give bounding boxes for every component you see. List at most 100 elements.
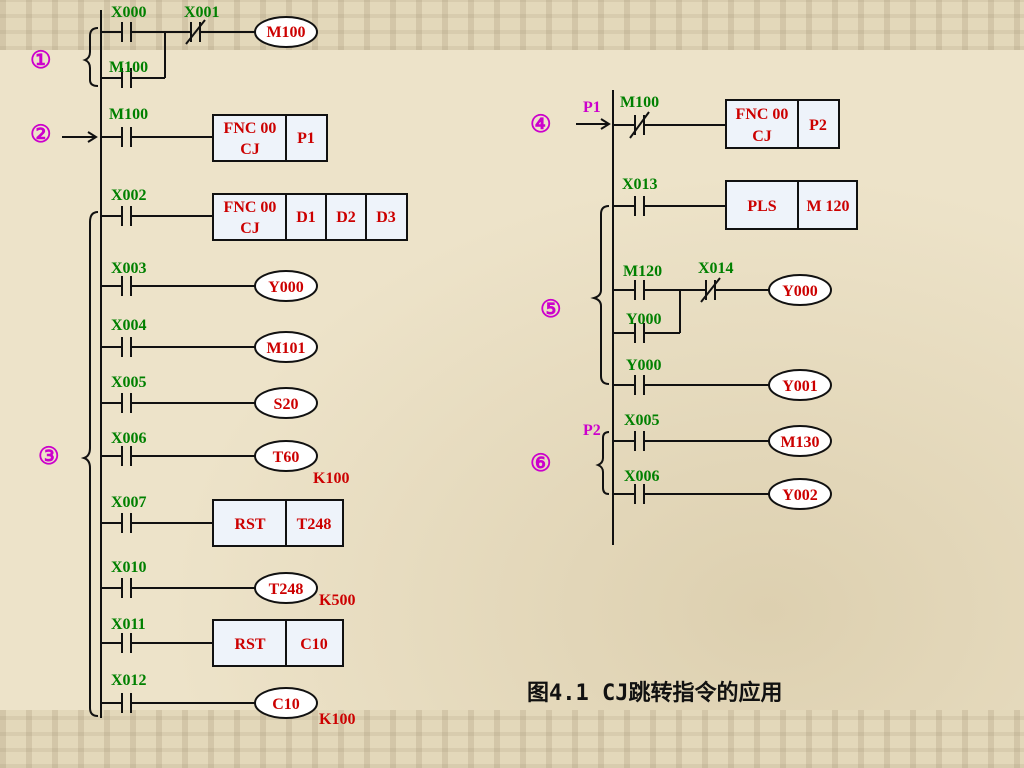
rung-m120: [613, 277, 770, 343]
coil-y000-left: [254, 270, 318, 302]
marker-6: ⑥: [530, 451, 552, 477]
rung-x007: [101, 513, 213, 533]
pointer-p1: P1: [583, 99, 601, 116]
coil-y001-label: Y001: [782, 378, 818, 395]
rung-right-x005: [613, 431, 770, 451]
rung-x003: [101, 276, 256, 296]
rung-y000: [613, 375, 770, 395]
box-right-fnc00: FNC 00: [736, 106, 789, 123]
rung-x006: [101, 446, 256, 466]
label-right-x005: X005: [624, 412, 660, 429]
coil-m101-label: M101: [266, 340, 305, 357]
box-cj-a: CJ: [240, 141, 260, 158]
label-x013: X013: [622, 176, 658, 193]
coil-s20: [254, 387, 318, 419]
label-x001: X001: [184, 4, 220, 21]
const-k100-c10: K100: [319, 711, 355, 728]
label-x005: X005: [111, 374, 147, 391]
rung-x012: [101, 693, 256, 713]
rung-x013: [613, 196, 726, 216]
decorative-top-border: [0, 0, 1024, 50]
box-p2-arg: P2: [809, 117, 827, 134]
rung-x004: [101, 337, 256, 357]
marker-3: ③: [38, 444, 60, 470]
rst-t248-box: [212, 499, 344, 547]
rung-x010: [101, 578, 256, 598]
label-x011: X011: [111, 616, 146, 633]
rung-right-x006: [613, 484, 770, 504]
coil-y002: [768, 478, 832, 510]
rung-m100-cj: [101, 127, 213, 147]
coil-s20-label: S20: [274, 396, 299, 413]
const-k100-t60: K100: [313, 470, 349, 487]
brace-5: [590, 205, 610, 385]
coil-c10: [254, 687, 318, 719]
arrow-4-head: [600, 118, 611, 130]
coil-y000-right-label: Y000: [782, 283, 818, 300]
box-c10-arg: C10: [300, 636, 328, 653]
cj-p2-box: [725, 99, 840, 149]
box-fnc00-b: FNC 00: [224, 199, 277, 216]
label-x004: X004: [111, 317, 147, 334]
marker-1: ①: [30, 48, 52, 74]
rung-x000: [101, 19, 256, 88]
rung-x011: [101, 633, 213, 653]
coil-m100-label: M100: [266, 24, 305, 41]
box-d3: D3: [376, 209, 396, 226]
rst-c10-box: [212, 619, 344, 667]
coil-y000-right: [768, 274, 832, 306]
coil-y002-label: Y002: [782, 487, 818, 504]
label-x003: X003: [111, 260, 147, 277]
coil-c10-label: C10: [272, 696, 300, 713]
pointer-p2: P2: [583, 422, 601, 439]
label-x007: X007: [111, 494, 147, 511]
coil-t60-label: T60: [273, 449, 300, 466]
cj-p1-box: [212, 114, 328, 162]
rung-x005: [101, 393, 256, 413]
label-x014: X014: [698, 260, 734, 277]
label-right-x006: X006: [624, 468, 660, 485]
label-m120: M120: [623, 263, 662, 280]
box-right-cj: CJ: [752, 128, 772, 145]
marker-2: ②: [30, 122, 52, 148]
const-k500: K500: [319, 592, 355, 609]
label-m100-seal: M100: [109, 59, 148, 76]
box-cj-b: CJ: [240, 220, 260, 237]
brace-3: [80, 211, 99, 717]
label-x002: X002: [111, 187, 147, 204]
arrow-2-head: [87, 131, 98, 143]
box-fnc00-a: FNC 00: [224, 120, 277, 137]
label-y000-seal: Y000: [626, 311, 662, 328]
brace-6: [595, 431, 610, 495]
figure-caption: 图4.1 CJ跳转指令的应用: [527, 681, 783, 706]
decorative-bottom-border: [0, 710, 1024, 768]
coil-t248-label: T248: [269, 581, 304, 598]
marker-5: ⑤: [540, 297, 562, 323]
box-pls: PLS: [747, 198, 776, 215]
coil-m101: [254, 331, 318, 363]
slide-background: [0, 50, 1024, 710]
label-x010: X010: [111, 559, 147, 576]
box-d1: D1: [296, 209, 316, 226]
coil-y000-left-label: Y000: [268, 279, 304, 296]
label-right-m100: M100: [620, 94, 659, 111]
box-m120-arg: M 120: [806, 198, 849, 215]
coil-t248: [254, 572, 318, 604]
coil-m100: [254, 16, 318, 48]
coil-t60: [254, 440, 318, 472]
label-y000-contact: Y000: [626, 357, 662, 374]
brace-1: [82, 27, 99, 87]
box-t248-arg: T248: [297, 516, 332, 533]
coil-m130: [768, 425, 832, 457]
box-p1-arg: P1: [297, 130, 315, 147]
label-x006: X006: [111, 430, 147, 447]
label-x000: X000: [111, 4, 147, 21]
box-rst-b: RST: [234, 636, 265, 653]
rung-right-m100: [613, 111, 726, 139]
label-x012: X012: [111, 672, 147, 689]
marker-4: ④: [530, 112, 552, 138]
label-m100-jump: M100: [109, 106, 148, 123]
coil-m130-label: M130: [780, 434, 819, 451]
rung-x002: [101, 206, 213, 226]
